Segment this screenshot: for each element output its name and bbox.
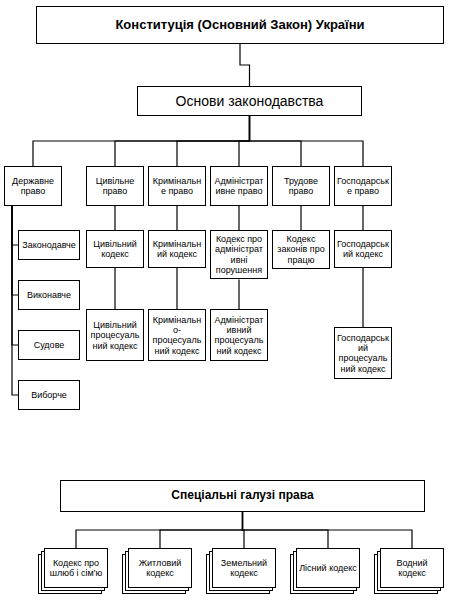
node-label: Трудове право: [275, 176, 327, 197]
node-label: Законодавче: [22, 240, 76, 250]
node-label: Виконавче: [27, 290, 71, 300]
connector-line: [362, 206, 363, 230]
node-label: Основи законодавства: [176, 93, 324, 109]
code-box: Цивільний процесуальний кодекс: [86, 309, 144, 361]
branch-box: Цивільне право: [86, 166, 144, 206]
connector-line: [12, 206, 18, 345]
connector-line: [176, 206, 177, 230]
special-code-box: Лісний кодекс: [296, 548, 360, 588]
code-box: Цивільний кодекс: [86, 230, 144, 268]
node-label: Цивільний кодекс: [89, 239, 141, 260]
connector-line: [238, 279, 239, 309]
connector-line: [240, 44, 250, 86]
connector-line: [114, 268, 115, 309]
main-box: Конституція (Основний Закон) України: [36, 6, 444, 44]
special-code-box: Житловий кодекс: [128, 548, 192, 588]
branch-box: Трудове право: [272, 166, 330, 206]
node-label: Кримінальне право: [151, 176, 203, 197]
code-box: Кодекс про адміністративні порушення: [210, 230, 268, 279]
sub-branch-box: Виборче: [18, 380, 80, 410]
sub-branch-box: Судове: [18, 330, 80, 360]
node-label: Адміністративний процесуальний кодекс: [213, 315, 265, 356]
code-box: Адміністративний процесуальний кодекс: [210, 309, 268, 361]
code-box: Кодекс законів про працю: [272, 230, 330, 269]
node-label: Водний кодекс: [383, 558, 441, 579]
node-label: Кримінально-процесуальний кодекс: [151, 315, 203, 356]
special-code-box: Кодекс про шлюб і сім'ю: [44, 548, 108, 588]
connector-line: [33, 116, 250, 166]
connector-line: [115, 116, 250, 166]
special-band: Спеціальні галузі права: [60, 480, 425, 512]
node-label: Цивільний процесуальний кодекс: [89, 320, 141, 351]
connector-line: [76, 512, 243, 548]
node-label: Господарське право: [337, 176, 389, 197]
node-label: Кримінальний кодекс: [151, 239, 203, 260]
node-label: Кодекс про адміністративні порушення: [213, 234, 265, 275]
node-label: Земельний кодекс: [215, 558, 273, 579]
node-label: Державне право: [7, 176, 59, 197]
connector-line: [238, 206, 239, 230]
branch-box: Державне право: [4, 166, 62, 206]
connector-line: [300, 206, 301, 230]
connector-line: [239, 116, 250, 166]
code-box: Господарський кодекс: [334, 230, 392, 268]
special-code-box: Водний кодекс: [380, 548, 444, 588]
node-label: Судове: [34, 340, 65, 350]
connector-line: [250, 116, 364, 166]
branch-box: Господарське право: [334, 166, 392, 206]
node-label: Господарський процесуальний кодекс: [337, 333, 389, 374]
branch-box: Адміністративне право: [210, 166, 268, 206]
connector-line: [114, 206, 115, 230]
node-label: Господарський кодекс: [337, 239, 389, 260]
special-code-box: Земельний кодекс: [212, 548, 276, 588]
code-box: Кримінально-процесуальний кодекс: [148, 309, 206, 361]
node-label: Кодекс про шлюб і сім'ю: [47, 558, 105, 579]
connector-line: [177, 116, 250, 166]
connector-line: [362, 268, 363, 327]
node-label: Адміністративне право: [213, 176, 265, 197]
node-label: Житловий кодекс: [131, 558, 189, 579]
connector-line: [160, 512, 243, 548]
node-label: Кодекс законів про працю: [275, 234, 327, 265]
node-label: Цивільне право: [89, 176, 141, 197]
sub-branch-box: Законодавче: [18, 230, 80, 260]
branch-box: Кримінальне право: [148, 166, 206, 206]
node-label: Конституція (Основний Закон) України: [115, 18, 364, 33]
node-label: Виборче: [31, 390, 67, 400]
connector-line: [176, 268, 177, 309]
connector-line: [243, 512, 413, 548]
code-box: Господарський процесуальний кодекс: [334, 327, 392, 379]
base-box: Основи законодавства: [137, 86, 362, 116]
code-box: Кримінальний кодекс: [148, 230, 206, 268]
sub-branch-box: Виконавче: [18, 280, 80, 310]
node-label: Лісний кодекс: [299, 563, 357, 573]
node-label: Спеціальні галузі права: [171, 489, 313, 503]
